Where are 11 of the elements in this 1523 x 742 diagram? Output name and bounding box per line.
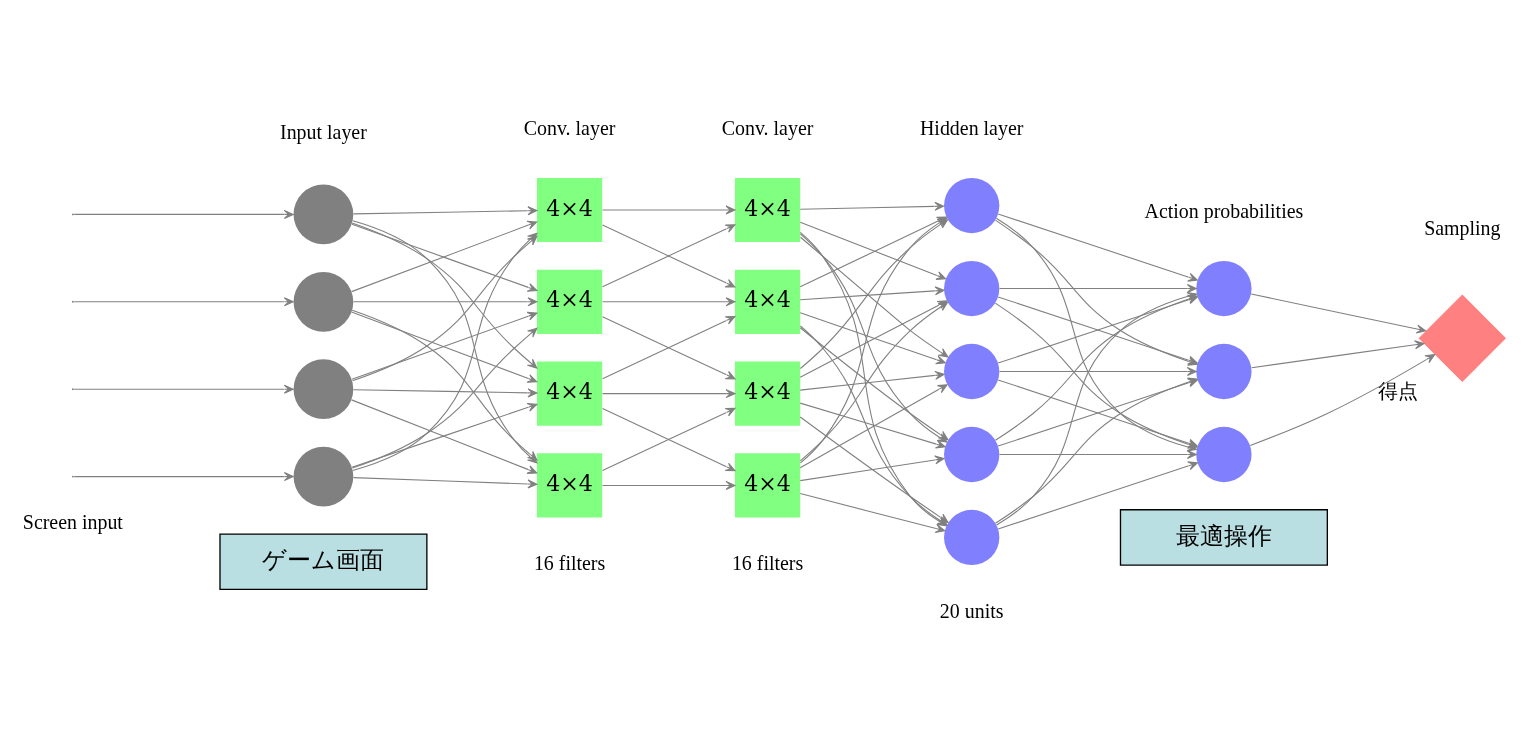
label: Hidden layer bbox=[920, 116, 1024, 139]
label: Screen input bbox=[22, 510, 123, 533]
label: Conv. layer bbox=[721, 116, 814, 139]
label: Conv. layer bbox=[523, 116, 616, 139]
label: Input layer bbox=[280, 120, 367, 143]
label: Sampling bbox=[1424, 216, 1501, 239]
node-label: 得点 bbox=[1378, 379, 1419, 402]
label: Action probabilities bbox=[1144, 199, 1304, 222]
label: 20 units bbox=[939, 599, 1004, 622]
label: 16 filters bbox=[533, 551, 606, 574]
label: 16 filters bbox=[731, 551, 804, 574]
